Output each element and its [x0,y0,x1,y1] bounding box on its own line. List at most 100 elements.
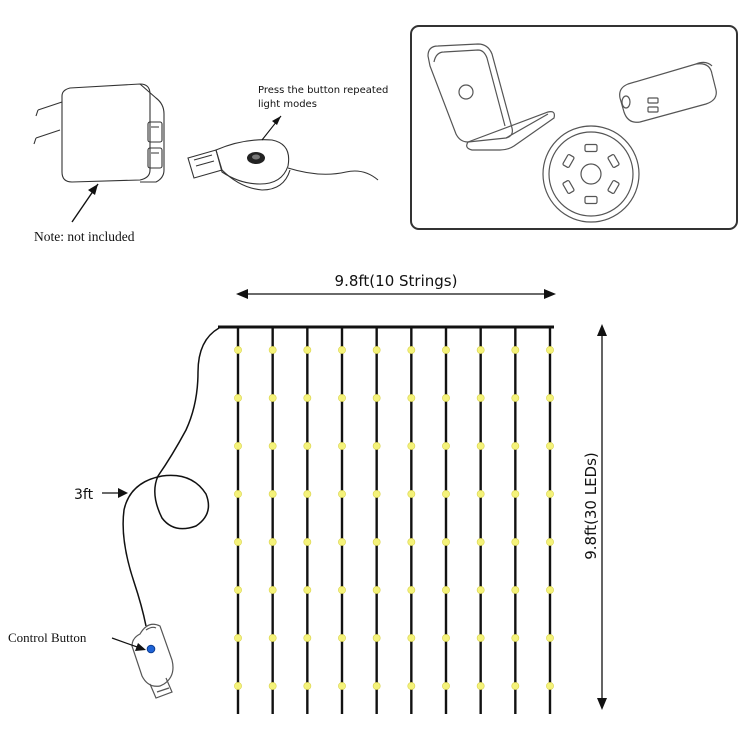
led-bulb [234,586,242,594]
laptop-icon [427,43,555,151]
led-bulb [407,538,416,546]
led-bulb [303,442,312,450]
led-bulb [407,442,416,450]
led-bulb [511,490,520,498]
led-bulb [511,442,520,450]
control-button-arrow [111,637,146,651]
usb-port-icon [584,143,598,153]
usb-controller-icon [187,139,379,191]
press-button-label-1: Press the button repeated [258,85,388,96]
led-bulb [234,682,242,690]
led-bulb [268,682,277,690]
led-bulb [234,346,242,354]
led-bulb [268,586,277,594]
led-bulb [546,586,554,594]
power-bank-icon [619,61,717,123]
led-bulb [268,490,277,498]
height-label: 9.8ft(30 LEDs) [582,452,600,560]
led-bulb [546,682,554,690]
usb-port-icon [562,154,575,168]
led-bulb [442,490,450,498]
led-bulb [476,682,485,690]
led-bulb [546,442,554,450]
led-bulb [511,586,520,594]
led-bulb [303,538,312,546]
led-bulb [476,346,485,354]
led-bulb [303,394,312,402]
press-button-label-2: light modes [258,99,317,110]
control-button-label: Control Button [8,630,87,645]
led-bulb [303,634,312,642]
led-bulb [476,634,485,642]
led-bulb [546,394,554,402]
led-bulb [234,490,242,498]
led-bulb [372,442,381,450]
usb-charging-hub-icon [542,125,640,223]
led-bulb [476,490,485,498]
wall-adapter-icon [33,83,165,183]
led-bulb [303,490,312,498]
led-bulb [303,346,312,354]
led-bulb [546,346,554,354]
led-bulb [234,538,242,546]
led-bulb [476,538,485,546]
led-bulb [407,682,416,690]
led-bulb [511,346,520,354]
led-bulb [546,634,554,642]
led-bulb [372,490,381,498]
led-bulb [338,394,346,402]
led-bulb [338,346,346,354]
note-label: Note: not included [34,229,135,244]
led-bulb [338,634,346,642]
usb-port-icon [562,180,575,194]
led-bulb [268,634,277,642]
usb-controller-bottom-icon [131,623,174,699]
led-bulb [511,538,520,546]
curtain-strings [234,327,554,714]
led-bulb [268,394,277,402]
led-bulb [372,682,381,690]
cable-length-label: 3ft [74,487,94,503]
led-bulb [338,538,346,546]
led-bulb [372,394,381,402]
led-bulb [407,394,416,402]
led-bulb [442,394,450,402]
control-button-icon [146,644,156,654]
height-dimension-arrow [597,324,607,710]
usb-port-icon [607,154,620,168]
led-bulb [476,442,485,450]
led-bulb [338,586,346,594]
led-bulb [511,682,520,690]
width-dimension-arrow [236,289,556,299]
led-bulb [511,634,520,642]
led-bulb [372,634,381,642]
led-bulb [372,346,381,354]
led-bulb [442,538,450,546]
led-bulb [372,586,381,594]
led-bulb [407,346,416,354]
led-bulb [268,346,277,354]
note-arrow [71,183,99,223]
cable-length-arrow [102,488,128,498]
led-bulb [476,586,485,594]
led-bulb [407,490,416,498]
width-label: 9.8ft(10 Strings) [335,272,458,290]
led-bulb [338,490,346,498]
led-bulb [338,442,346,450]
led-bulb [476,394,485,402]
led-bulb [338,682,346,690]
led-bulb [546,538,554,546]
led-bulb [303,586,312,594]
led-bulb [546,490,554,498]
feed-cable [122,327,220,627]
led-bulb [234,634,242,642]
led-bulb [268,538,277,546]
led-bulb [442,682,450,690]
usb-port-icon [584,195,598,205]
led-bulb [442,346,450,354]
led-bulb [442,442,450,450]
led-bulb [442,586,450,594]
led-bulb [268,442,277,450]
led-bulb [372,538,381,546]
